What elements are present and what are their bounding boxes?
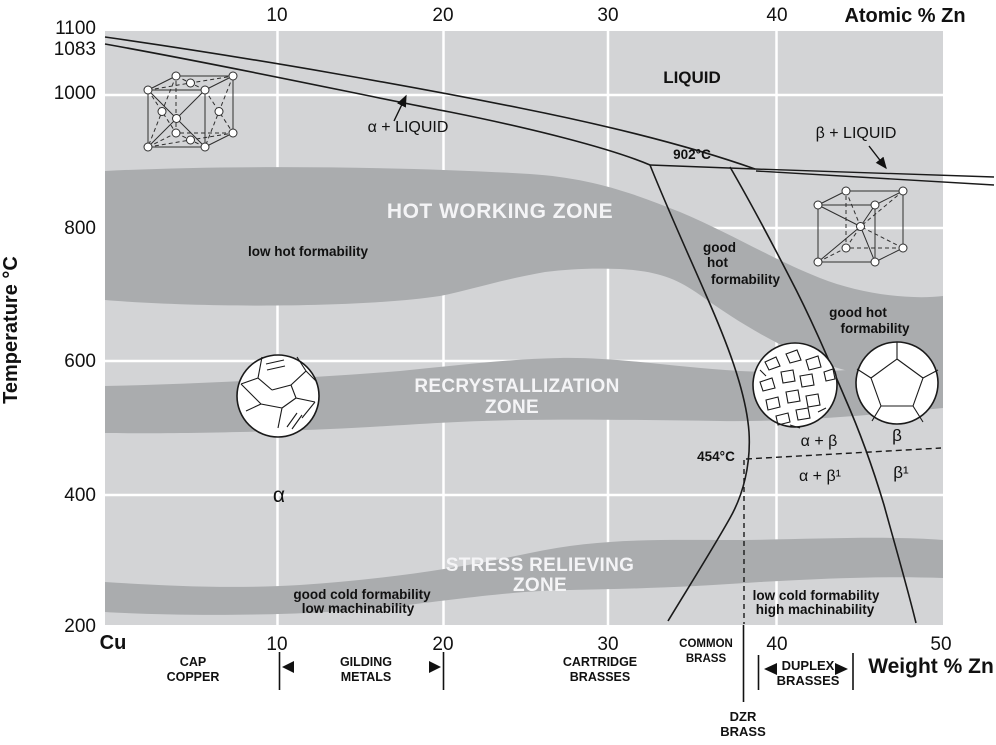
- cartridge-brasses-line2: BRASSES: [570, 670, 630, 684]
- cap-copper-line1: CAP: [180, 655, 206, 669]
- bottom-tick-20: 20: [432, 634, 453, 655]
- good-hot-formability2-line1: good hot: [829, 305, 887, 320]
- alphabeta-beta-boundary: [729, 166, 917, 624]
- low-hot-formability-label: low hot formability: [248, 244, 368, 259]
- gilding-right-arrow-icon: [429, 661, 441, 673]
- common-brass-line1: COMMON: [679, 638, 733, 650]
- recrystallization-zone-title-line2: ZONE: [485, 397, 539, 418]
- good-cold-formability-line2: low machinability: [302, 601, 415, 616]
- good-cold-formability-line1: good cold formability: [293, 587, 431, 602]
- eutectoid-454-dashed-line: [745, 447, 942, 460]
- good-hot-formability-line3: formability: [711, 272, 781, 287]
- good-hot-formability-line2: hot: [707, 255, 728, 270]
- left-tick-1100: 1100: [55, 18, 96, 39]
- top-tick-10: 10: [266, 5, 287, 26]
- stress-relieving-zone-title-line1: STRESS RELIEVING: [446, 555, 635, 576]
- dzr-brass-line2: BRASS: [720, 724, 766, 739]
- recrystallization-zone-title-line1: RECRYSTALLIZATION: [414, 376, 619, 397]
- alpha-liquid-label: α + LIQUID: [368, 119, 449, 136]
- liquid-label: LIQUID: [663, 68, 721, 87]
- beta-liquid-upper-line: [754, 168, 995, 178]
- bottom-tick-30: 30: [597, 634, 618, 655]
- zone-titles: HOT WORKING ZONE RECRYSTALLIZATION ZONE …: [387, 200, 634, 596]
- bottom-axis: Cu 10 20 30 40 50 Weight % Zn: [100, 632, 994, 678]
- phase-region-labels: LIQUID α + LIQUID β + LIQUID 902°C 454°C…: [273, 68, 909, 507]
- low-cold-formability-line2: high machinability: [756, 602, 875, 617]
- bottom-origin-cu: Cu: [100, 632, 127, 654]
- cartridge-brasses-line1: CARTRIDGE: [563, 655, 637, 669]
- alpha-liquid-arrow: [393, 94, 407, 122]
- top-axis-title: Atomic % Zn: [844, 5, 965, 27]
- alloy-range-markers: [278, 652, 854, 690]
- peritectic-temp-label: 902°C: [673, 147, 711, 162]
- duplex-right-arrow-icon: [835, 663, 848, 675]
- alpha-beta-region-label: α + β: [801, 433, 838, 450]
- left-tick-1000: 1000: [54, 83, 96, 104]
- formability-annotations: low hot formability good hot formability…: [248, 240, 910, 617]
- low-cold-formability-line1: low cold formability: [753, 588, 880, 603]
- top-axis: 10 20 30 40 Atomic % Zn: [266, 5, 965, 27]
- beta-liquid-lower-line: [755, 170, 995, 186]
- stress-relieving-zone-band: [105, 537, 943, 615]
- eutectoid-temp-label: 454°C: [697, 449, 735, 464]
- left-tick-600: 600: [64, 351, 96, 372]
- gilding-metals-line2: METALS: [341, 670, 391, 684]
- good-hot-formability-line1: good: [703, 240, 736, 255]
- alpha-region-label: α: [273, 484, 285, 507]
- fcc-crystal-icon: [143, 71, 238, 152]
- dzr-brass-line1: DZR: [730, 709, 757, 724]
- beta-prime-region-label: β¹: [893, 463, 909, 482]
- top-tick-30: 30: [597, 5, 618, 26]
- left-tick-1083: 1083: [54, 39, 96, 60]
- duplex-brasses-line1: DUPLEX: [782, 658, 835, 673]
- beta-grain-micrograph: [855, 341, 939, 425]
- alpha-grain-micrograph: [236, 354, 320, 438]
- alpha-beta-grain-micrograph: [752, 342, 838, 429]
- left-tick-200: 200: [64, 616, 96, 637]
- alpha-alphabeta-boundary: [649, 164, 751, 622]
- liquidus-line: [104, 36, 756, 170]
- phase-boundaries: [104, 36, 995, 702]
- bottom-tick-50: 50: [930, 634, 951, 655]
- beta-liquid-arrow: [868, 145, 887, 170]
- beta-region-label: β: [892, 426, 902, 445]
- duplex-brasses-line2: BRASSES: [777, 673, 840, 688]
- solidus-line: [104, 43, 651, 166]
- hot-working-zone-band: [105, 167, 943, 383]
- gilding-left-arrow-icon: [282, 661, 294, 673]
- left-tick-400: 400: [64, 485, 96, 506]
- bottom-tick-10: 10: [266, 634, 287, 655]
- left-axis-title: Temperature °C: [0, 256, 22, 404]
- stress-relieving-zone-title-line2: ZONE: [513, 575, 567, 596]
- peritectic-902-line: [649, 164, 756, 170]
- bcc-crystal-icon: [813, 186, 908, 267]
- bottom-axis-title: Weight % Zn: [868, 655, 994, 678]
- left-axis: 1100 1083 1000 800 600 400 200 Temperatu…: [0, 18, 96, 637]
- alpha-beta-prime-region-label: α + β¹: [799, 468, 841, 485]
- common-brass-line2: BRASS: [686, 653, 727, 665]
- bottom-tick-40: 40: [766, 634, 787, 655]
- gilding-metals-line1: GILDING: [340, 655, 392, 669]
- good-hot-formability2-line2: formability: [840, 321, 910, 336]
- left-tick-800: 800: [64, 218, 96, 239]
- duplex-left-arrow-icon: [764, 663, 777, 675]
- top-tick-20: 20: [432, 5, 453, 26]
- hot-working-zone-title: HOT WORKING ZONE: [387, 200, 613, 223]
- beta-liquid-label: β + LIQUID: [816, 125, 897, 142]
- cap-copper-line2: COPPER: [167, 670, 220, 684]
- alloy-family-labels: CAP COPPER GILDING METALS CARTRIDGE BRAS…: [167, 638, 840, 739]
- top-tick-40: 40: [766, 5, 787, 26]
